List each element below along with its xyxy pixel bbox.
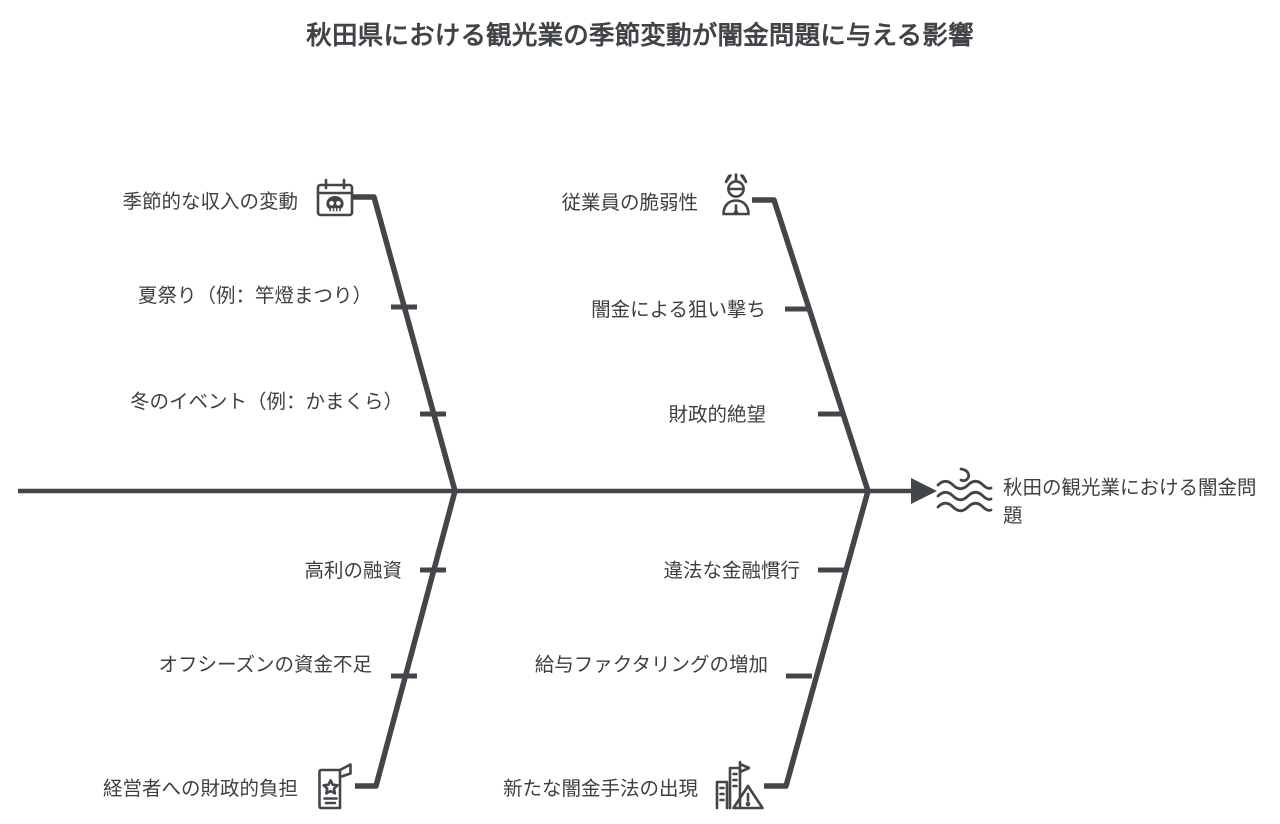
branch-head-label-bottom-left: 経営者への財政的負担 — [102, 778, 298, 800]
branch-head-label-top-right: 従業員の脆弱性 — [561, 192, 698, 214]
rib-bottom-left — [355, 490, 458, 789]
cause-label-bottom-right-2: 給与ファクタリングの増加 — [534, 654, 768, 676]
cause-label-top-left-2: 冬のイベント（例：かまくら） — [130, 391, 404, 413]
cause-label-top-left-1: 夏祭り（例：竿燈まつり） — [137, 285, 372, 307]
rib-top-right — [752, 197, 871, 492]
cause-label-bottom-right-1: 違法な金融慣行 — [663, 560, 800, 582]
rib-bottom-right — [764, 490, 871, 789]
cause-label-top-right-1: 闇金による狙い撃ち — [591, 299, 766, 321]
cause-label-top-right-2: 財政的絶望 — [668, 404, 766, 426]
calendar-skull-icon — [316, 178, 354, 217]
branch-head-label-top-left: 季節的な収入の変動 — [122, 191, 298, 213]
cause-label-bottom-left-2: オフシーズンの資金不足 — [158, 654, 372, 676]
spine-arrowhead — [911, 478, 937, 504]
building-warning-icon — [715, 760, 764, 810]
page-title: 秋田県における観光業の季節変動が闇金問題に与える影響 — [306, 22, 974, 50]
waves-icon — [936, 467, 993, 513]
brochure-star-icon — [318, 763, 352, 810]
rib-top-left — [353, 194, 458, 492]
stressed-person-icon — [722, 173, 750, 216]
branch-head-label-bottom-right: 新たな闇金手法の出現 — [502, 778, 698, 800]
effect-label: 秋田の観光業における闇金問題 — [1003, 477, 1257, 528]
cause-label-bottom-left-1: 高利の融資 — [304, 560, 402, 582]
